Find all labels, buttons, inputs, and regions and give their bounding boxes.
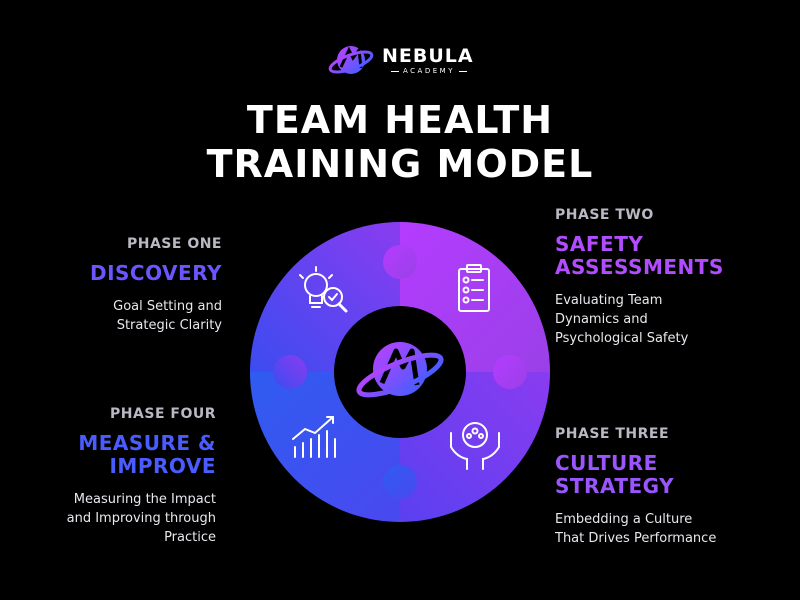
phase-four-name: MEASURE & IMPROVE (30, 432, 216, 478)
center-planet-logo-icon (356, 342, 444, 398)
phase-four-desc-line-1: Measuring the Impact (73, 492, 216, 507)
team-in-hands-icon (450, 422, 500, 470)
phase-two: PHASE TWO SAFETY ASSESSMENTS Evaluating … (555, 207, 775, 348)
puzzle-tab-bottom (383, 465, 417, 499)
phase-three-desc-line-2: That Drives Performance (555, 531, 717, 546)
page-title: TEAM HEALTH TRAINING MODEL (150, 98, 650, 186)
phase-four-name-line-2: IMPROVE (109, 454, 216, 478)
phase-two-desc-line-1: Evaluating Team (555, 293, 663, 308)
phase-four-desc-line-2: and Improving through (66, 511, 216, 526)
phase-four-label: PHASE FOUR (110, 406, 216, 422)
planet-logo-icon (328, 46, 374, 74)
phase-four-desc-line-3: Practice (164, 530, 216, 545)
cycle-wheel (250, 222, 550, 522)
logo-subtitle: ACADEMY (387, 67, 471, 75)
phase-one-name: DISCOVERY (40, 262, 222, 285)
title-line-2: TRAINING MODEL (206, 142, 594, 186)
title-line-1: TEAM HEALTH (246, 98, 554, 142)
phase-one-desc-line-1: Goal Setting and (113, 299, 222, 314)
phase-three: PHASE THREE CULTURE STRATEGY Embedding a… (555, 426, 785, 548)
puzzle-tab-top (383, 245, 417, 279)
phase-two-label: PHASE TWO (555, 207, 654, 223)
phase-three-description: Embedding a Culture That Drives Performa… (555, 510, 785, 548)
phase-one-description: Goal Setting and Strategic Clarity (40, 297, 222, 335)
phase-two-name: SAFETY ASSESSMENTS (555, 233, 775, 279)
nebula-academy-logo: NEBULA ACADEMY (327, 40, 487, 82)
growth-chart-icon (292, 416, 336, 458)
phase-four: PHASE FOUR MEASURE & IMPROVE Measuring t… (30, 406, 216, 547)
phase-three-desc-line-1: Embedding a Culture (555, 512, 693, 527)
logo-name: NEBULA (382, 45, 474, 67)
phase-four-description: Measuring the Impact and Improving throu… (30, 490, 216, 547)
phase-four-name-line-1: MEASURE & (78, 431, 216, 455)
phase-three-name-line-2: STRATEGY (555, 474, 675, 498)
phase-three-name-line-1: CULTURE (555, 451, 658, 475)
phase-two-name-line-2: ASSESSMENTS (555, 255, 724, 279)
clipboard-checklist-icon (458, 264, 490, 312)
phase-two-description: Evaluating Team Dynamics and Psychologic… (555, 291, 775, 348)
phase-two-desc-line-3: Psychological Safety (555, 331, 689, 346)
phase-one: PHASE ONE DISCOVERY Goal Setting and Str… (40, 236, 222, 335)
phase-one-desc-line-2: Strategic Clarity (116, 318, 222, 333)
puzzle-tab-right (493, 355, 527, 389)
phase-one-label: PHASE ONE (126, 236, 222, 252)
phase-two-desc-line-2: Dynamics and (555, 312, 648, 327)
phase-three-label: PHASE THREE (555, 426, 670, 442)
phase-two-name-line-1: SAFETY (555, 232, 644, 256)
puzzle-tab-left (273, 355, 307, 389)
phase-one-name-line: DISCOVERY (89, 261, 222, 285)
brain-search-icon (299, 266, 348, 313)
phase-three-name: CULTURE STRATEGY (555, 452, 785, 498)
